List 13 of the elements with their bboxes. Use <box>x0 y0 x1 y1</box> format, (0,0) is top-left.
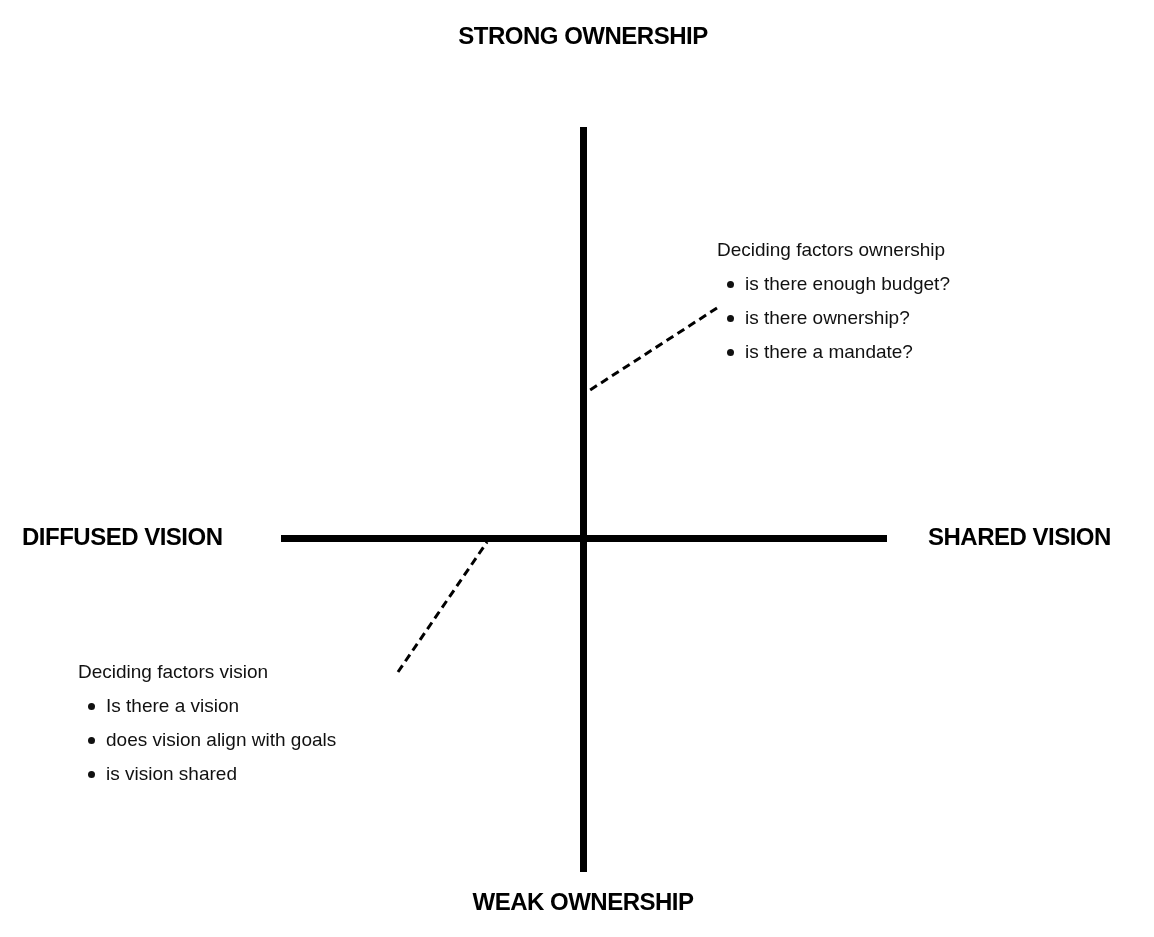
bullet-text: does vision align with goals <box>106 728 337 752</box>
axis-label: DIFFUSED VISION <box>22 523 223 551</box>
bullet-text: Is there a vision <box>106 694 240 718</box>
list-heading: Deciding factors ownership <box>717 238 947 262</box>
list-heading: Deciding factors vision <box>78 660 270 684</box>
bullet-text: is vision shared <box>106 762 237 786</box>
axis-label: STRONG OWNERSHIP <box>458 22 708 50</box>
axis-label: WEAK OWNERSHIP <box>472 888 694 916</box>
bullet-text: is there enough budget? <box>745 272 950 296</box>
axis-label: SHARED VISION <box>928 523 1111 551</box>
bullet-text: is there ownership? <box>745 306 910 330</box>
bullet-text: is there a mandate? <box>745 340 913 364</box>
leader-line <box>396 541 489 673</box>
